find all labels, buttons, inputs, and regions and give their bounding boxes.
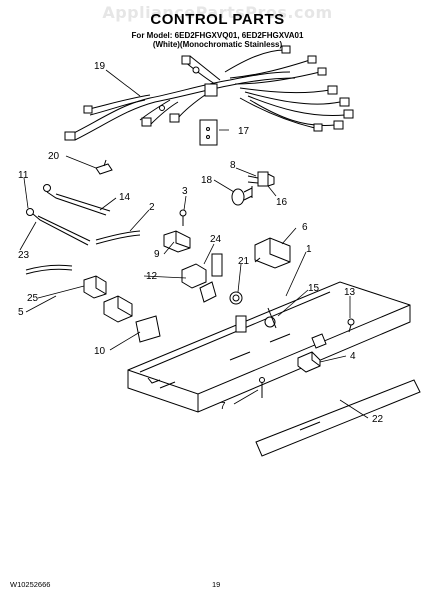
control-housing-part-1 — [127, 281, 411, 413]
screw-part-7 — [259, 377, 265, 398]
wire-harness-part — [64, 45, 354, 141]
plate-part-17 — [199, 119, 218, 146]
doc-number: W10252666 — [10, 580, 51, 589]
bracket-part-12 — [103, 295, 133, 323]
callout-9: 9 — [154, 249, 160, 260]
callout-16: 16 — [276, 197, 288, 208]
callout-21: 21 — [238, 256, 250, 267]
bulb-part-18 — [231, 186, 253, 206]
callout-2: 2 — [149, 202, 155, 213]
cover-part-12 — [181, 253, 223, 303]
tube-part-2 — [95, 230, 141, 245]
knob-part-21 — [229, 291, 243, 305]
callout-12: 12 — [146, 271, 158, 282]
switch-part-5 — [83, 275, 107, 299]
module-part-6 — [254, 237, 291, 269]
label-part-10 — [135, 315, 161, 343]
callout-4: 4 — [350, 351, 356, 362]
callout-10: 10 — [94, 346, 106, 357]
callout-17: 17 — [238, 126, 250, 137]
sensor-part-16 — [247, 171, 275, 187]
callout-1: 1 — [306, 244, 312, 255]
callout-14: 14 — [119, 192, 131, 203]
callout-8: 8 — [230, 160, 236, 171]
callout-20: 20 — [48, 151, 60, 162]
variant-line: (White)(Monochromatic Stainless) — [152, 40, 283, 49]
callout-24: 24 — [210, 234, 222, 245]
callout-23: 23 — [18, 250, 30, 261]
callout-6: 6 — [302, 222, 308, 233]
callout-numbers: 19 17 20 8 18 16 11 14 3 2 6 23 24 9 1 2… — [18, 61, 384, 425]
callout-18: 18 — [201, 175, 213, 186]
callout-13: 13 — [344, 287, 356, 298]
tube-part-25 — [25, 264, 73, 275]
callout-3: 3 — [182, 186, 188, 197]
clip-part-20 — [95, 159, 113, 175]
callout-7: 7 — [220, 401, 226, 412]
callout-5: 5 — [18, 307, 24, 318]
model-line: For Model: 6ED2FHGXVQ01, 6ED2FHGXVA01 — [131, 31, 304, 40]
page-title: CONTROL PARTS — [150, 11, 285, 28]
screw-part-3 — [179, 209, 187, 226]
leader-lines — [19, 69, 369, 419]
screw-part-13 — [347, 318, 355, 333]
callout-15: 15 — [308, 283, 320, 294]
callout-22: 22 — [372, 414, 384, 425]
callout-25: 25 — [27, 293, 39, 304]
trim-strip-part-22 — [255, 379, 421, 457]
callout-19: 19 — [94, 61, 106, 72]
switch-part-4 — [297, 351, 321, 373]
rod-parts — [26, 184, 111, 246]
watermark: AppliancePartsPros.com — [102, 3, 333, 22]
callout-11: 11 — [18, 170, 29, 181]
page-number: 19 — [212, 580, 221, 589]
